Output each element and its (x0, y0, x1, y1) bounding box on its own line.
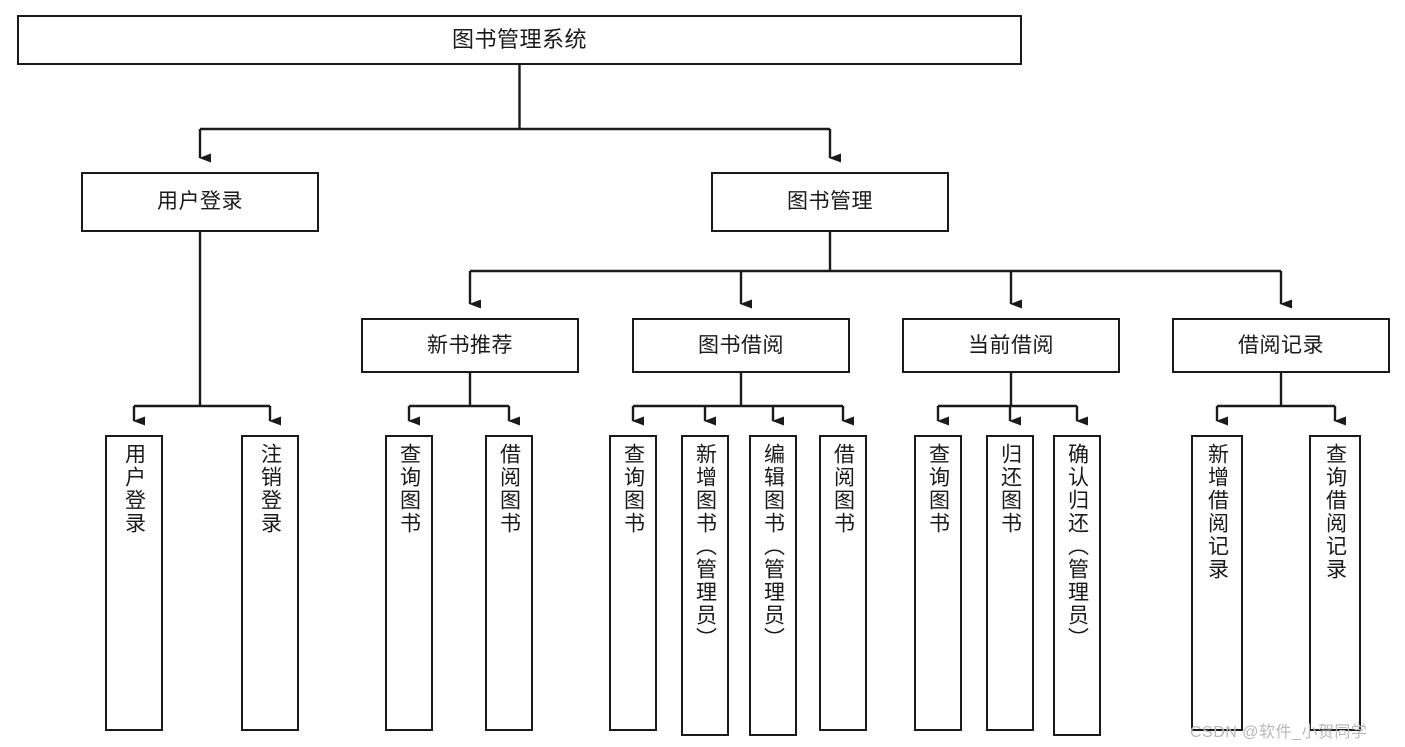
node-book-manage[interactable]: 图书管理 (711, 172, 949, 232)
node-leaf-return-book[interactable]: 归还图书 (986, 435, 1034, 731)
node-leaf-add-book-label: 新增图书（管理员） (693, 443, 717, 650)
node-leaf-add-book[interactable]: 新增图书（管理员） (681, 435, 729, 736)
node-user-login[interactable]: 用户登录 (81, 172, 319, 232)
node-borrow-record-label: 借阅记录 (1238, 333, 1324, 357)
node-leaf-query-record-label: 查询借阅记录 (1323, 443, 1347, 581)
node-leaf-borrow-book-2[interactable]: 借阅图书 (819, 435, 867, 731)
node-leaf-edit-book[interactable]: 编辑图书（管理员） (749, 435, 797, 736)
node-leaf-return-book-label: 归还图书 (998, 443, 1022, 535)
node-borrow-record[interactable]: 借阅记录 (1172, 318, 1390, 373)
node-leaf-user-login-label: 用户登录 (122, 443, 146, 535)
node-new-book-rec[interactable]: 新书推荐 (361, 318, 579, 373)
node-leaf-borrow-book-1-label: 借阅图书 (497, 443, 521, 535)
node-leaf-edit-book-label: 编辑图书（管理员） (761, 443, 785, 650)
node-leaf-query-book-3[interactable]: 查询图书 (914, 435, 962, 731)
node-leaf-confirm-return[interactable]: 确认归还（管理员） (1053, 435, 1101, 736)
node-root[interactable]: 图书管理系统 (17, 15, 1022, 65)
node-leaf-query-book-3-label: 查询图书 (926, 443, 950, 535)
node-leaf-logout[interactable]: 注销登录 (241, 435, 299, 731)
node-leaf-user-login[interactable]: 用户登录 (105, 435, 163, 731)
node-book-borrow[interactable]: 图书借阅 (632, 318, 850, 373)
node-leaf-add-record[interactable]: 新增借阅记录 (1191, 435, 1243, 731)
node-book-manage-label: 图书管理 (787, 190, 873, 214)
node-leaf-add-record-label: 新增借阅记录 (1205, 443, 1229, 581)
node-current-borrow[interactable]: 当前借阅 (902, 318, 1120, 373)
node-leaf-query-book-2[interactable]: 查询图书 (609, 435, 657, 731)
node-book-borrow-label: 图书借阅 (698, 333, 784, 357)
node-current-borrow-label: 当前借阅 (968, 333, 1054, 357)
node-root-label: 图书管理系统 (451, 26, 587, 52)
node-leaf-query-book-2-label: 查询图书 (621, 443, 645, 535)
watermark: CSDN @软件_小贺同学 (1190, 724, 1368, 741)
node-user-login-label: 用户登录 (157, 190, 243, 214)
node-leaf-query-book-1[interactable]: 查询图书 (385, 435, 433, 731)
node-leaf-borrow-book-1[interactable]: 借阅图书 (485, 435, 533, 731)
node-leaf-logout-label: 注销登录 (258, 443, 282, 535)
node-leaf-query-book-1-label: 查询图书 (397, 443, 421, 535)
node-new-book-rec-label: 新书推荐 (427, 333, 513, 357)
node-leaf-confirm-return-label: 确认归还（管理员） (1065, 443, 1089, 650)
node-leaf-borrow-book-2-label: 借阅图书 (831, 443, 855, 535)
node-leaf-query-record[interactable]: 查询借阅记录 (1309, 435, 1361, 731)
